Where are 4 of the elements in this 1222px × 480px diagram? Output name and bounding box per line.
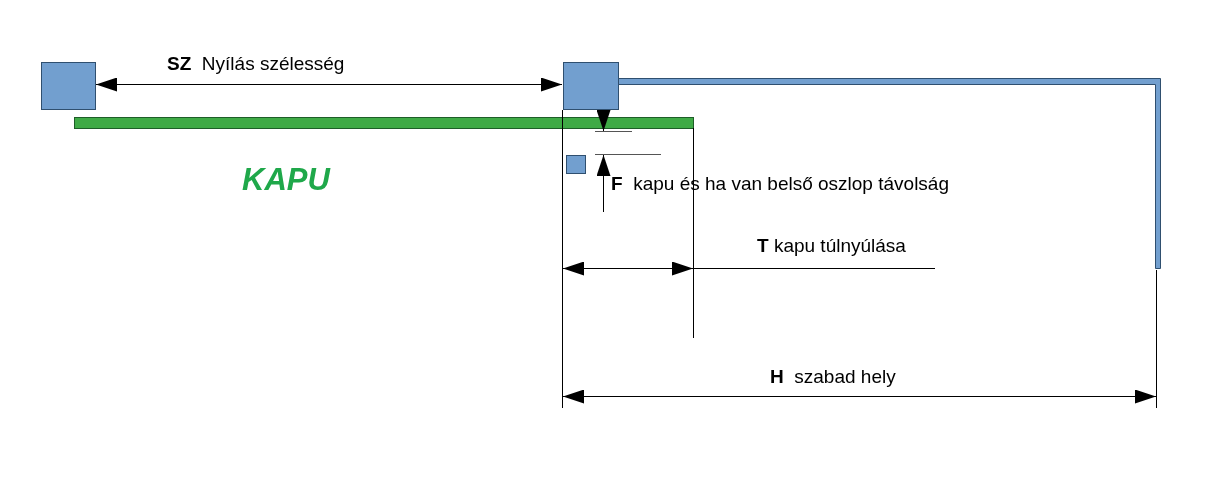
part-label: KAPU	[242, 163, 330, 197]
dimension-label: H szabad hely	[770, 366, 896, 388]
dimension-label: SZ Nyílás szélesség	[167, 53, 345, 75]
dimension-label: T kapu túlnyúlása	[757, 235, 906, 257]
